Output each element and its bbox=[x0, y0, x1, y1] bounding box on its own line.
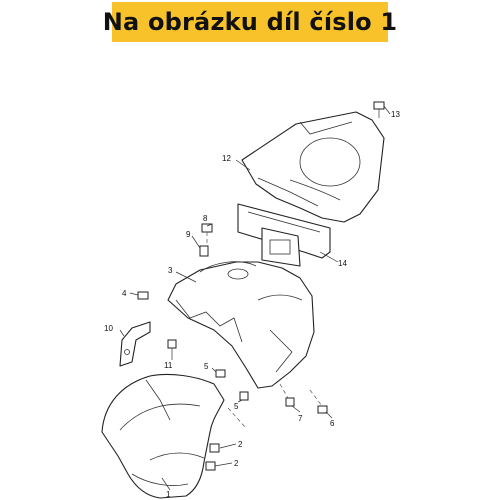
part-1-front-fender bbox=[101, 373, 225, 499]
callout-11: 11 bbox=[164, 361, 173, 370]
callout-14: 14 bbox=[338, 259, 347, 268]
callout-5-right: 5 bbox=[234, 402, 239, 411]
callout-leaders bbox=[119, 105, 391, 491]
callout-4: 4 bbox=[122, 289, 127, 298]
callout-labels: 1 2 2 3 4 5 5 6 7 8 9 10 11 12 13 14 bbox=[104, 110, 400, 499]
callout-7: 7 bbox=[298, 414, 303, 423]
part-10-side-bracket bbox=[119, 321, 151, 367]
callout-8: 8 bbox=[203, 214, 208, 223]
callout-13: 13 bbox=[391, 110, 400, 119]
callout-2-lower: 2 bbox=[234, 459, 239, 468]
callout-10: 10 bbox=[104, 324, 113, 333]
callout-12: 12 bbox=[222, 154, 231, 163]
part-3-inner-panel bbox=[167, 261, 315, 389]
banner-title: Na obrázku díl číslo 1 bbox=[102, 8, 398, 36]
callout-9: 9 bbox=[186, 230, 191, 239]
callout-1: 1 bbox=[166, 490, 171, 499]
part-12-upper-cowling bbox=[241, 111, 385, 223]
part-14-bracket bbox=[237, 203, 331, 267]
callout-3: 3 bbox=[168, 266, 173, 275]
title-banner: Na obrázku díl číslo 1 bbox=[103, 2, 397, 42]
callout-2-upper: 2 bbox=[238, 440, 243, 449]
callout-6: 6 bbox=[330, 419, 335, 428]
callout-5-left: 5 bbox=[204, 362, 209, 371]
hardware-fasteners bbox=[137, 101, 385, 471]
